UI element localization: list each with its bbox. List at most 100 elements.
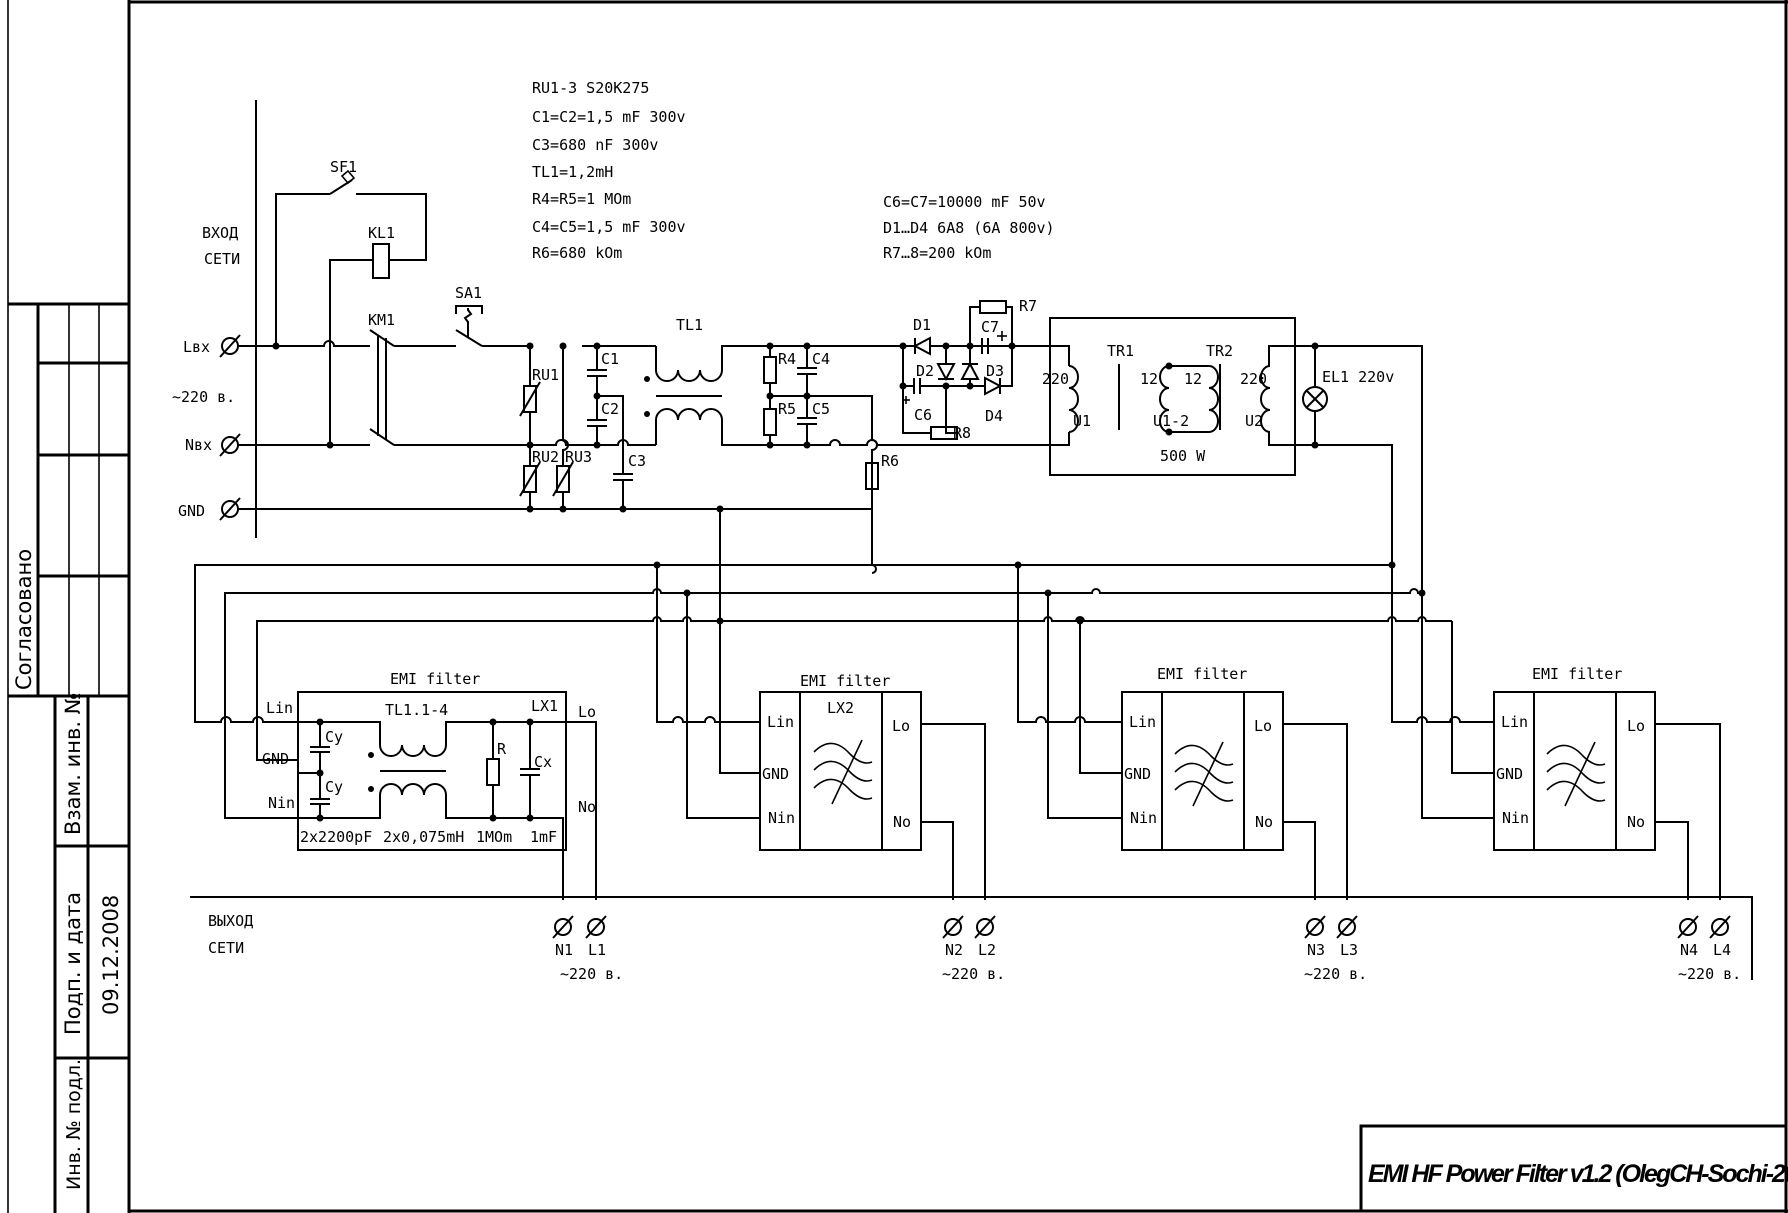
label-r4: R4 <box>778 350 796 368</box>
filter1-val-cx: 1mF <box>530 828 557 846</box>
label-power: 500 W <box>1160 447 1206 465</box>
socket-n1-icon <box>552 915 574 939</box>
filter4-gnd: GND <box>1496 765 1523 783</box>
filter2-heading: EMI filter <box>800 672 890 690</box>
label-r5: R5 <box>778 400 796 418</box>
label-c2: C2 <box>601 400 619 418</box>
label-sf1: SF1 <box>330 158 357 176</box>
stamp-replace-inv: Взам. инв. № <box>61 692 85 835</box>
filter3-lo: Lo <box>1254 717 1272 735</box>
socket-n2-label: N2 <box>945 941 963 959</box>
filter1-val-cy: 2x2200pF <box>300 828 372 846</box>
bom-line: R6=680 kОm <box>532 244 622 262</box>
socket-l2-icon <box>974 915 996 939</box>
socket-2-voltage: ~220 в. <box>942 965 1005 983</box>
filter1-pin-no: No <box>578 798 596 816</box>
bom-line: R7…8=200 kОm <box>883 244 991 262</box>
label-w3: 12 <box>1184 370 1202 388</box>
label-tr1: TR1 <box>1107 342 1134 360</box>
socket-l3-label: L3 <box>1340 941 1358 959</box>
label-ru2: RU2 <box>532 448 559 466</box>
filter-icon <box>1174 741 1234 807</box>
input-section: ВХОД СЕТИ Lвх ~220 в. Nвх GND <box>172 100 257 538</box>
filter4-lo: Lo <box>1627 717 1645 735</box>
filter1-val-l: 2x0,075mH <box>383 828 464 846</box>
label-r8: R8 <box>953 424 971 442</box>
transformer-block: TR1 TR2 220 12 12 220 U1 U1-2 U2 500 W E… <box>1012 317 1423 593</box>
filter3-gnd: GND <box>1124 765 1151 783</box>
bom-line: C4=C5=1,5 mF 300v <box>532 218 686 236</box>
filter4-heading: EMI filter <box>1532 665 1622 683</box>
filter4-nin: Nin <box>1502 809 1529 827</box>
socket-l4-icon <box>1709 915 1731 939</box>
input-heading-2: СЕТИ <box>204 250 240 268</box>
label-c4: C4 <box>812 350 830 368</box>
filter2-lin: Lin <box>767 713 794 731</box>
output-section: ВЫХОД СЕТИ N1 L1 ~220 в. N2 L2 ~220 в. N… <box>190 896 1753 983</box>
emi-filter-lx1: EMI filter LX1 TL1.1-4 Lin GND Nin Lo No… <box>262 670 597 900</box>
terminal-icon <box>219 497 241 521</box>
terminal-label-n: Nвх <box>185 436 212 454</box>
label-sa1: SA1 <box>455 284 482 302</box>
bom-line: TL1=1,2mH <box>532 163 613 181</box>
filter1-r: R <box>497 740 507 758</box>
filter4-no: No <box>1627 813 1645 831</box>
stamp-inv-orig: Инв. № подл. <box>63 1059 85 1190</box>
rectifier <box>899 300 1070 440</box>
filter2-no: No <box>893 813 911 831</box>
socket-3-voltage: ~220 в. <box>1304 965 1367 983</box>
socket-l1-icon <box>585 915 607 939</box>
label-c5: C5 <box>812 400 830 418</box>
filter1-cy-1: Cy <box>325 728 343 746</box>
main-wiring <box>238 169 1070 513</box>
socket-1-voltage: ~220 в. <box>560 965 623 983</box>
terminal-label-gnd: GND <box>178 502 205 520</box>
terminal-icon <box>219 433 241 457</box>
filter2-lo: Lo <box>892 717 910 735</box>
output-heading-1: ВЫХОД <box>208 912 253 930</box>
filter1-pin-nin: Nin <box>268 794 295 812</box>
drawing-frame <box>7 0 1788 1213</box>
label-lamp: EL1 220v <box>1322 368 1394 386</box>
label-d4: D4 <box>985 407 1003 425</box>
filter-icon <box>1546 741 1606 807</box>
filter3-heading: EMI filter <box>1157 665 1247 683</box>
socket-l2-label: L2 <box>978 941 996 959</box>
label-u1: U1 <box>1073 412 1091 430</box>
socket-n1-label: N1 <box>555 941 573 959</box>
filter-icon <box>813 739 873 805</box>
label-tr2: TR2 <box>1206 342 1233 360</box>
terminal-icon <box>219 334 241 358</box>
label-d1: D1 <box>913 316 931 334</box>
label-w1: 220 <box>1042 370 1069 388</box>
label-w4: 220 <box>1240 370 1267 388</box>
emi-filter-2: EMI filter LX2 Lin GND Nin Lo No <box>759 672 986 900</box>
label-kl1: KL1 <box>368 224 395 242</box>
input-voltage: ~220 в. <box>172 388 235 406</box>
filter3-lin: Lin <box>1129 713 1156 731</box>
stamp-sign-date: Подп. и дата <box>61 892 85 1035</box>
output-heading-2: СЕТИ <box>208 939 244 957</box>
filter1-choke: TL1.1-4 <box>385 701 448 719</box>
filter2-nin: Nin <box>768 809 795 827</box>
label-w2: 12 <box>1140 370 1158 388</box>
label-r7: R7 <box>1019 297 1037 315</box>
input-heading-1: ВХОД <box>202 224 238 242</box>
terminal-label-l: Lвх <box>183 338 210 356</box>
filter1-pin-lin: Lin <box>266 699 293 717</box>
bom-line: RU1-3 S20K275 <box>532 79 649 97</box>
bom-line: D1…D4 6A8 (6A 800v) <box>883 219 1055 237</box>
filter1-cx: Cx <box>534 753 552 771</box>
filter1-pin-lo: Lo <box>578 703 596 721</box>
emi-filter-4: EMI filter Lin GND Nin Lo No <box>1493 665 1721 900</box>
label-c6: C6 <box>914 406 932 424</box>
socket-n4-icon <box>1677 915 1699 939</box>
label-u2: U2 <box>1245 412 1263 430</box>
bom-line: R4=R5=1 MОm <box>532 190 631 208</box>
label-d3: D3 <box>986 362 1004 380</box>
bom-line: C3=680 nF 300v <box>532 136 658 154</box>
filter1-heading: EMI filter <box>390 670 480 688</box>
label-r6: R6 <box>881 452 899 470</box>
component-labels: SF1 KL1 KM1 SA1 RU1 RU2 RU3 C1 C2 C3 TL1… <box>330 158 1037 470</box>
